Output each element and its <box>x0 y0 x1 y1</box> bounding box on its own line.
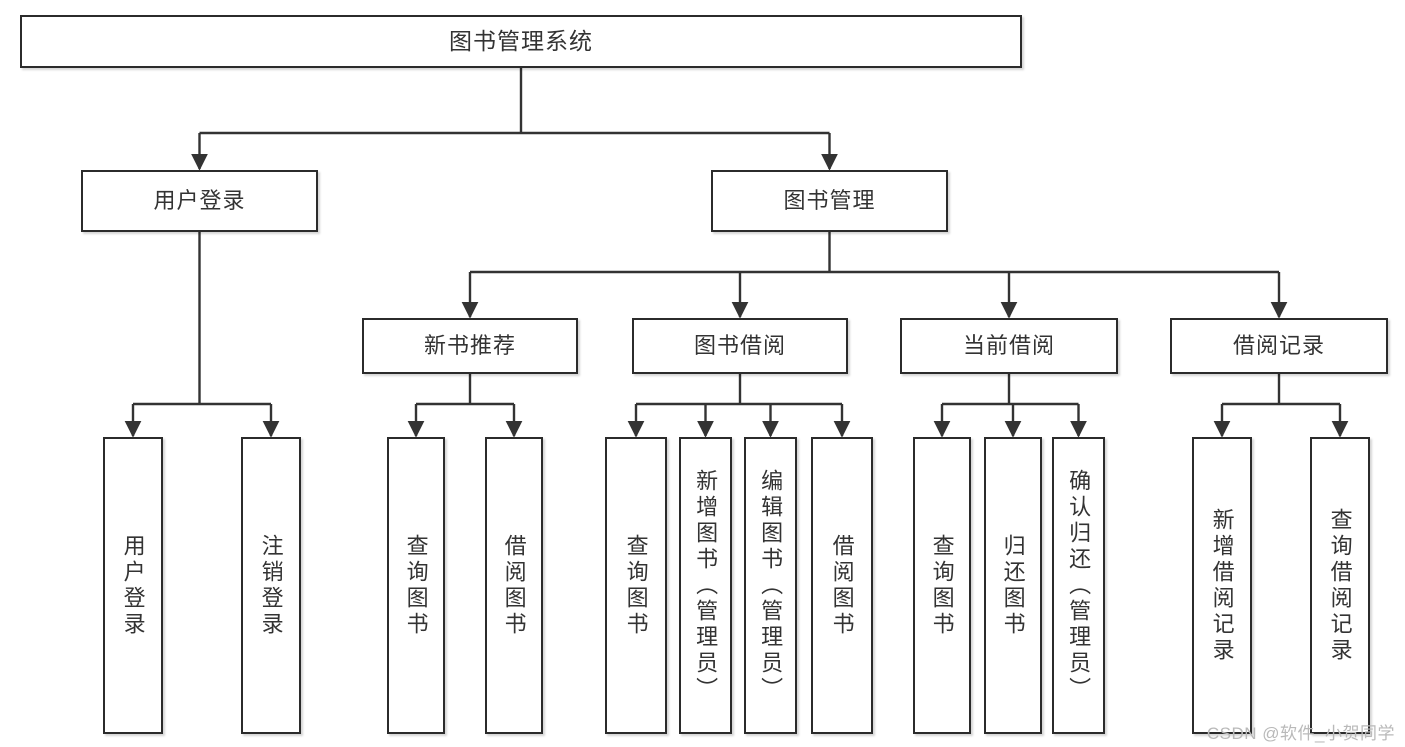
node-label: 图书借阅 <box>693 333 786 359</box>
node-label: 编辑图书（管理员） <box>758 468 784 703</box>
node-leaf-add-record[interactable]: 新增借阅记录 <box>1192 437 1252 734</box>
node-new-book-rec[interactable]: 新书推荐 <box>362 318 578 374</box>
node-label: 新增图书（管理员） <box>693 468 719 703</box>
node-leaf-query-book-1[interactable]: 查询图书 <box>387 437 445 734</box>
node-leaf-return-book[interactable]: 归还图书 <box>984 437 1042 734</box>
node-leaf-edit-book[interactable]: 编辑图书（管理员） <box>744 437 797 734</box>
node-label: 用户登录 <box>153 188 246 214</box>
node-borrow-record[interactable]: 借阅记录 <box>1170 318 1388 374</box>
node-label: 查询图书 <box>403 533 429 638</box>
node-label: 图书管理 <box>783 188 876 214</box>
node-leaf-query-book-2[interactable]: 查询图书 <box>605 437 667 734</box>
node-label: 图书管理系统 <box>449 28 593 55</box>
node-label: 用户登录 <box>120 533 146 638</box>
node-label: 新书推荐 <box>423 333 516 359</box>
node-label: 新增借阅记录 <box>1209 507 1235 664</box>
node-current-borrow[interactable]: 当前借阅 <box>900 318 1118 374</box>
node-label: 借阅图书 <box>829 533 855 638</box>
node-label: 当前借阅 <box>962 333 1055 359</box>
node-label: 归还图书 <box>1000 533 1026 638</box>
node-label: 注销登录 <box>258 533 284 638</box>
node-root[interactable]: 图书管理系统 <box>20 15 1022 68</box>
node-user-login[interactable]: 用户登录 <box>81 170 318 232</box>
node-leaf-query-record[interactable]: 查询借阅记录 <box>1310 437 1370 734</box>
node-label: 查询借阅记录 <box>1327 507 1353 664</box>
node-leaf-borrow-book-2[interactable]: 借阅图书 <box>811 437 873 734</box>
node-label: 借阅图书 <box>501 533 527 638</box>
node-leaf-confirm-return[interactable]: 确认归还（管理员） <box>1052 437 1105 734</box>
node-book-manage[interactable]: 图书管理 <box>711 170 948 232</box>
node-label: 查询图书 <box>623 533 649 638</box>
node-book-borrow[interactable]: 图书借阅 <box>632 318 848 374</box>
node-label: 借阅记录 <box>1232 333 1325 359</box>
node-leaf-user-login[interactable]: 用户登录 <box>103 437 163 734</box>
node-leaf-add-book[interactable]: 新增图书（管理员） <box>679 437 732 734</box>
node-label: 确认归还（管理员） <box>1066 468 1092 703</box>
node-leaf-logout[interactable]: 注销登录 <box>241 437 301 734</box>
node-label: 查询图书 <box>929 533 955 638</box>
node-leaf-query-book-3[interactable]: 查询图书 <box>913 437 971 734</box>
node-leaf-borrow-book-1[interactable]: 借阅图书 <box>485 437 543 734</box>
